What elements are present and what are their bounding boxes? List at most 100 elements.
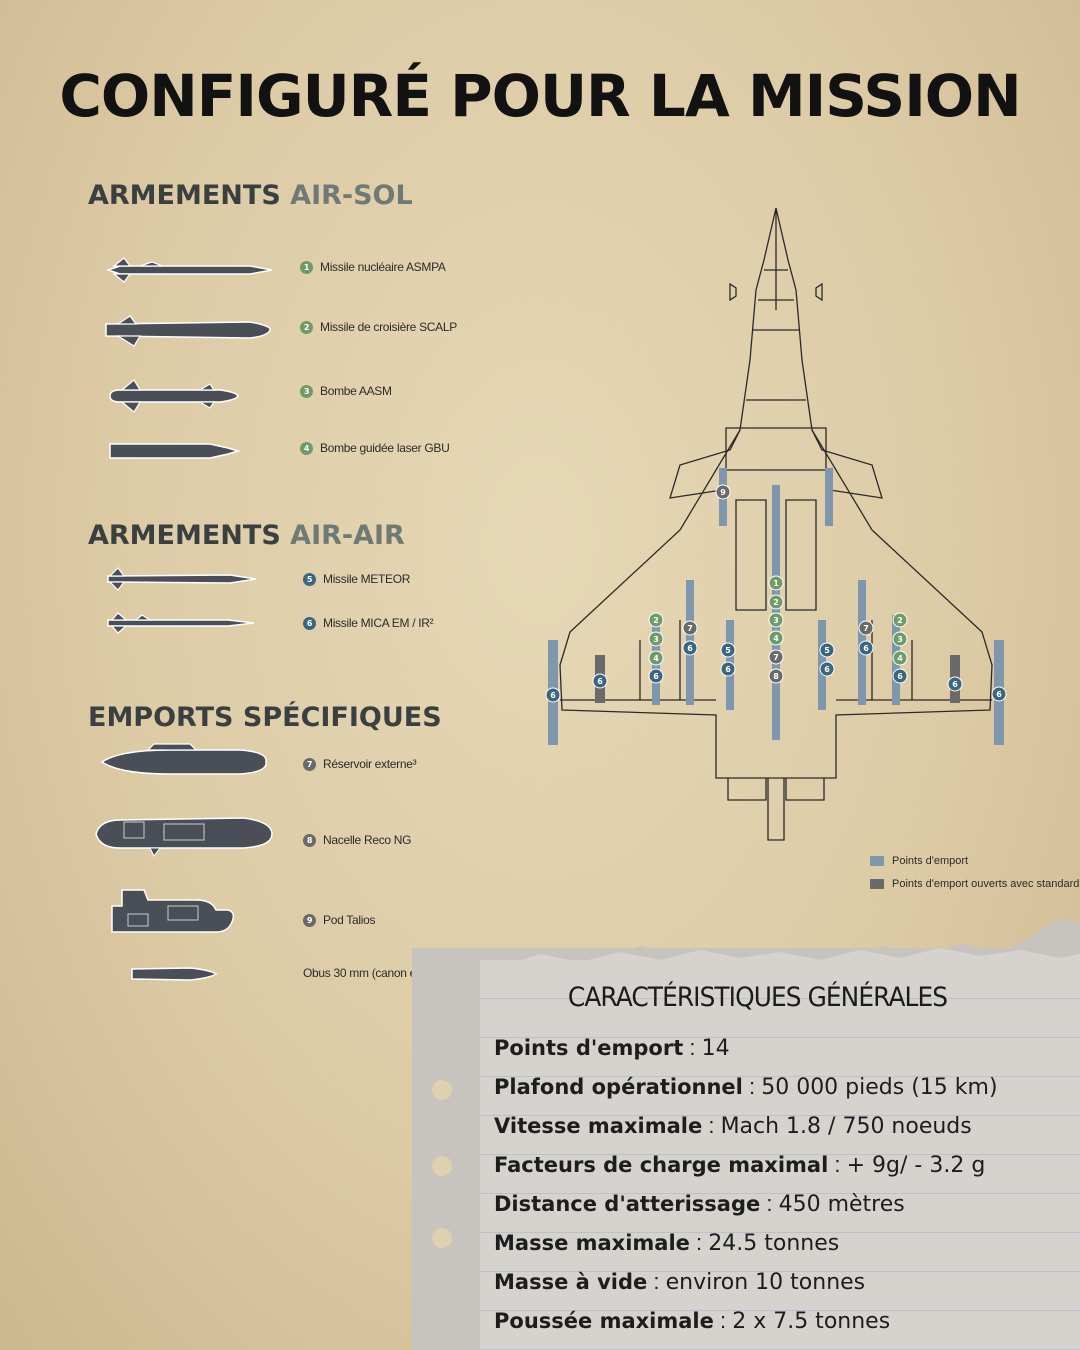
pylon <box>825 468 833 526</box>
stat-row: Distance d'atterissage : 450 mètres <box>494 1191 905 1217</box>
stat-row: Points d'emport : 14 <box>494 1035 730 1061</box>
svg-text:7: 7 <box>687 624 693 633</box>
svg-text:1: 1 <box>773 579 779 588</box>
badge-2: 2 <box>300 321 313 335</box>
weapon-name: Nacelle Reco NG <box>323 833 412 847</box>
badge-7: 7 <box>303 758 316 772</box>
aircraft-diagram: 9 1 2 3 4 7 8 5 6 5 6 7 6 7 6 2 3 4 6 2 … <box>545 207 1007 841</box>
svg-text:3: 3 <box>773 616 779 625</box>
weapon-meteor: 5 Missile METEOR <box>100 564 510 604</box>
svg-text:6: 6 <box>725 665 731 674</box>
badge-5: 5 <box>303 573 316 587</box>
weapon-label: 3 Bombe AASM <box>300 384 392 399</box>
aasm-bomb-icon <box>109 379 239 413</box>
mica-missile-icon <box>107 612 255 634</box>
svg-text:6: 6 <box>863 644 869 653</box>
stats-card <box>480 960 1080 1350</box>
talios-pod-icon <box>111 889 235 933</box>
stat-row: Masse maximale : 24.5 tonnes <box>494 1230 840 1256</box>
weapon-label: 2 Missile de croisière SCALP <box>300 320 457 335</box>
svg-text:2: 2 <box>773 598 779 607</box>
stat-key: Facteurs de charge maximal <box>494 1153 829 1177</box>
badge-6: 6 <box>303 617 316 631</box>
weapon-reco-pod: 8 Nacelle Reco NG <box>94 810 504 857</box>
badge-4: 4 <box>300 442 313 456</box>
section-title-emports: EMPORTS SPÉCIFIQUES <box>88 702 442 733</box>
stat-value: environ 10 tonnes <box>665 1270 866 1295</box>
page-title: CONFIGURÉ POUR LA MISSION <box>59 62 1021 130</box>
stat-key: Masse à vide <box>494 1270 648 1294</box>
svg-text:4: 4 <box>653 654 659 663</box>
stat-value: Mach 1.8 / 750 noeuds <box>720 1114 972 1139</box>
section-prefix: ARMEMENTS <box>88 520 291 551</box>
badge-8: 8 <box>303 834 316 848</box>
binder-hole <box>432 1228 452 1248</box>
svg-text:6: 6 <box>897 672 903 681</box>
stat-key: Vitesse maximale <box>494 1114 703 1138</box>
svg-text:2: 2 <box>897 616 903 625</box>
section-title-air-sol: ARMEMENTS AIR-SOL <box>88 180 413 211</box>
svg-text:8: 8 <box>773 672 779 681</box>
stat-key: Plafond opérationnel <box>494 1075 743 1099</box>
weapon-tank: 7 Réservoir externe³ <box>100 742 510 782</box>
badge-3: 3 <box>300 385 313 399</box>
svg-text:3: 3 <box>653 635 659 644</box>
badge-1: 1 <box>300 261 313 275</box>
weapon-scalp: 2 Missile de croisière SCALP <box>100 312 510 352</box>
section-title-air-air: ARMEMENTS AIR-AIR <box>88 520 405 551</box>
svg-text:4: 4 <box>773 634 779 643</box>
weapon-name: Bombe AASM <box>320 384 392 398</box>
scalp-missile-icon <box>105 315 271 347</box>
svg-text:7: 7 <box>863 624 869 633</box>
stat-key: Poussée maximale <box>494 1309 714 1333</box>
stat-row: Poussée maximale : 2 x 7.5 tonnes <box>494 1308 891 1334</box>
svg-text:2: 2 <box>653 616 659 625</box>
stat-key: Points d'emport <box>494 1036 684 1060</box>
stat-value: 14 <box>701 1036 730 1061</box>
legend-pylons-f42: Points d'emport ouverts avec standard F4… <box>870 878 1080 890</box>
weapon-aasm: 3 Bombe AASM <box>100 376 510 416</box>
legend-swatch-blue <box>870 856 884 867</box>
svg-text:4: 4 <box>897 654 903 663</box>
section-accent: AIR-SOL <box>290 180 413 211</box>
legend-label: Points d'emport ouverts avec standard F4… <box>892 878 1080 890</box>
svg-text:9: 9 <box>720 488 726 497</box>
asmpa-missile-icon <box>105 257 273 283</box>
legend-label: Points d'emport <box>892 855 969 867</box>
stat-row: Masse à vide : environ 10 tonnes <box>494 1269 866 1295</box>
legend-swatch-grey <box>870 879 884 890</box>
stat-key: Masse maximale <box>494 1231 690 1255</box>
svg-text:6: 6 <box>824 665 830 674</box>
svg-text:6: 6 <box>597 677 603 686</box>
stat-value: + 9g/ - 3.2 g <box>846 1153 986 1178</box>
weapon-name: Pod Talios <box>323 913 376 927</box>
stat-value: 2 x 7.5 tonnes <box>732 1309 891 1334</box>
legend-pylons: Points d'emport <box>870 855 968 867</box>
stat-row: Vitesse maximale : Mach 1.8 / 750 noeuds <box>494 1113 972 1139</box>
stat-row: Plafond opérationnel : 50 000 pieds (15 … <box>494 1074 998 1100</box>
weapon-name: Missile de croisière SCALP <box>320 320 457 334</box>
svg-text:6: 6 <box>653 672 659 681</box>
meteor-missile-icon <box>107 567 257 591</box>
svg-text:5: 5 <box>824 646 830 655</box>
weapon-name: Réservoir externe³ <box>323 757 417 771</box>
weapon-label: 7 Réservoir externe³ <box>303 757 417 772</box>
weapon-label: 8 Nacelle Reco NG <box>303 833 412 848</box>
stat-row: Facteurs de charge maximal : + 9g/ - 3.2… <box>494 1152 986 1178</box>
gbu-bomb-icon <box>109 443 241 459</box>
stat-value: 50 000 pieds (15 km) <box>761 1075 998 1100</box>
reco-pod-icon <box>95 817 273 857</box>
station-badges: 9 1 2 3 4 7 8 5 6 5 6 7 6 7 6 2 3 4 6 2 … <box>545 484 1007 703</box>
svg-text:6: 6 <box>996 690 1002 699</box>
svg-text:6: 6 <box>687 644 693 653</box>
weapon-name: Missile METEOR <box>323 572 411 586</box>
svg-text:3: 3 <box>897 635 903 644</box>
shell-icon <box>131 967 218 981</box>
svg-text:6: 6 <box>952 680 958 689</box>
